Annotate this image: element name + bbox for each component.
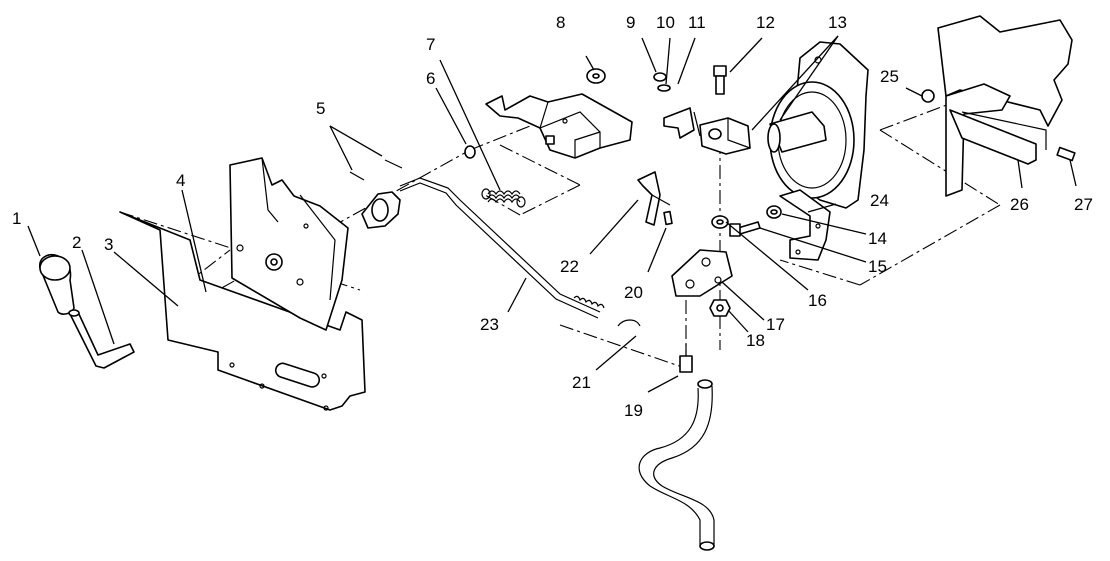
callout-17: 17: [766, 315, 785, 334]
pivot-plate-17: [671, 249, 733, 297]
shift-lever-part: [68, 309, 135, 369]
pivot-assembly-5: [349, 159, 403, 229]
callout-14: 14: [868, 229, 887, 248]
callout-9: 9: [626, 13, 635, 32]
bolt-12: [713, 65, 727, 95]
callout-10: 10: [656, 13, 675, 32]
callout-5: 5: [316, 99, 325, 118]
callout-18: 18: [746, 331, 765, 350]
knob-part: [38, 253, 75, 315]
spring-7: [481, 188, 526, 208]
callout-12: 12: [756, 13, 775, 32]
callout-labels: 1 2 3 4 5 6 7 8 9 10 11 12 13 14 15 16 1…: [12, 13, 1093, 420]
callout-1: 1: [12, 209, 21, 228]
callout-15: 15: [868, 257, 887, 276]
callout-13: 13: [828, 13, 847, 32]
callout-11: 11: [688, 13, 706, 32]
shift-plate: [229, 157, 349, 331]
callout-8: 8: [556, 13, 565, 32]
clevis-bracket-13: [699, 117, 751, 155]
bracket-22: [637, 171, 673, 226]
bracket-assembly: [485, 68, 633, 159]
base-plate: [119, 211, 366, 411]
callout-23: 23: [480, 315, 499, 334]
bent-rod: [638, 379, 715, 551]
callout-4: 4: [176, 171, 185, 190]
callout-6: 6: [426, 69, 435, 88]
small-hardware-9-11: [653, 72, 701, 139]
control-rod-23: [399, 177, 641, 327]
leader-lines: [27, 35, 1077, 393]
callout-2: 2: [72, 233, 81, 252]
callout-26: 26: [1010, 195, 1029, 214]
washer-6: [464, 145, 476, 159]
bracket-24: [779, 189, 831, 261]
frame-section: [921, 15, 1076, 197]
callout-21: 21: [572, 373, 591, 392]
rod-end-19: [679, 344, 693, 373]
callout-7: 7: [426, 35, 435, 54]
callout-20: 20: [624, 283, 643, 302]
callout-3: 3: [104, 235, 113, 254]
nut-18: [709, 299, 731, 317]
callout-16: 16: [808, 291, 827, 310]
callout-19: 19: [624, 401, 643, 420]
transmission-housing: [767, 41, 869, 209]
callout-27: 27: [1074, 195, 1093, 214]
callout-22: 22: [560, 257, 579, 276]
callout-24: 24: [870, 191, 889, 210]
callout-25: 25: [880, 67, 899, 86]
